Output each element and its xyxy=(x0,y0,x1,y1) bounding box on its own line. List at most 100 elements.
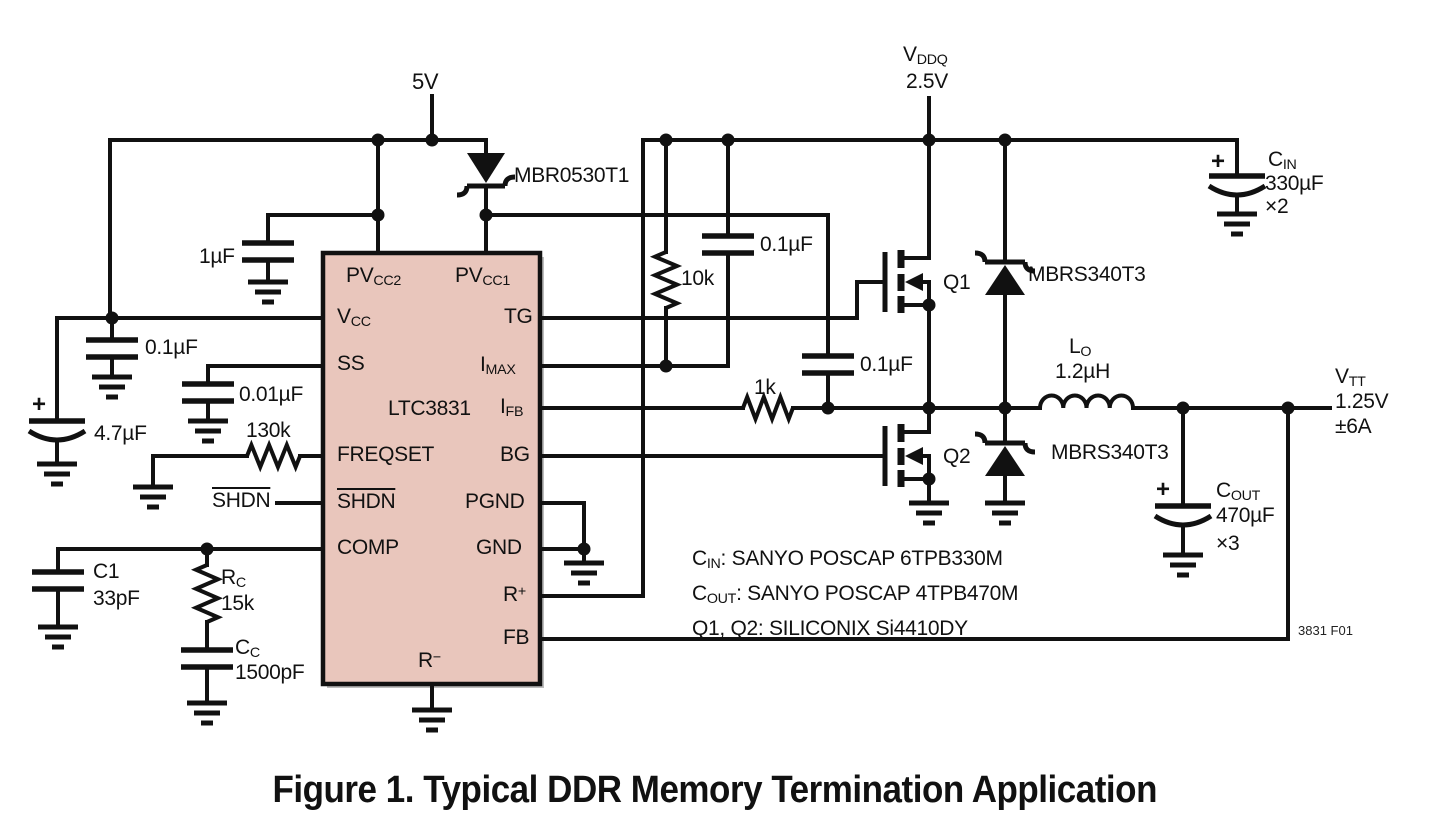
supply-vddq-value: 2.5V xyxy=(906,70,948,93)
capacitor-cout-plus: + xyxy=(1156,476,1170,503)
wire-supply-stems xyxy=(376,94,488,255)
inductor-value: 1.2µH xyxy=(1055,360,1110,383)
wire-vcc-caps xyxy=(55,316,114,464)
schottky-diode-mbr0530t1 xyxy=(456,153,516,198)
ic-pin-label-bg: BG xyxy=(500,443,530,466)
capacitor-1uf xyxy=(242,240,294,263)
wire-ss xyxy=(206,364,325,421)
resistor-rc-name: RC xyxy=(221,566,246,592)
diode-top-label: MBRS340T3 xyxy=(1028,263,1146,286)
wire-freqset xyxy=(151,454,325,487)
figure-code: 3831 F01 xyxy=(1298,623,1353,638)
ic-pin-label-ifb: IFB xyxy=(500,395,524,421)
ic-pin-label-rminus: R− xyxy=(418,649,441,672)
capacitor-100nf-boost xyxy=(802,353,854,376)
schottky-diode-bot-mbrs340t3 xyxy=(974,431,1036,476)
capacitor-10nf xyxy=(182,381,234,404)
ic-pin-label-pvcc2: PVCC2 xyxy=(346,264,402,290)
figure-title: Figure 1. Typical DDR Memory Termination… xyxy=(272,769,1158,811)
inductor-lo xyxy=(1038,393,1135,409)
capacitor-cin-curve xyxy=(1207,183,1267,198)
resistor-10k-label: 10k xyxy=(681,267,714,290)
shdn-signal-label: SHDN xyxy=(212,489,271,512)
ground-q2 xyxy=(909,500,949,526)
capacitor-cout-qty: ×3 xyxy=(1216,532,1240,555)
inductor-name: LO xyxy=(1069,335,1092,361)
capacitor-cout-name: COUT xyxy=(1216,479,1261,505)
ground-cc xyxy=(187,700,227,726)
wire-pgnd-gnd xyxy=(538,501,586,563)
capacitor-100nf-imax xyxy=(702,233,754,256)
wire-5v-rail xyxy=(55,138,488,320)
mosfet-q1 xyxy=(882,250,929,313)
ground-diode-bot xyxy=(985,500,1025,526)
resistor-10k xyxy=(649,250,683,310)
ic-pin-label-shdn: SHDN xyxy=(337,490,396,513)
ic-outline xyxy=(320,250,543,687)
component-notes: CIN: SANYO POSCAP 6TPB330M COUT: SANYO P… xyxy=(692,544,1019,649)
ground-cin xyxy=(1217,211,1257,237)
ground-1uf xyxy=(248,279,288,305)
mosfet-q1-label: Q1 xyxy=(943,271,971,294)
supply-5v-label: 5V xyxy=(412,69,439,94)
capacitor-100nf-vcc-label: 0.1µF xyxy=(145,336,198,359)
capacitor-cout-value: 470µF xyxy=(1216,504,1275,527)
note-cout: COUT: SANYO POSCAP 4TPB470M xyxy=(692,582,1019,608)
capacitor-4u7-curve xyxy=(27,428,87,443)
capacitor-c1 xyxy=(32,569,84,592)
ground-c1 xyxy=(38,624,78,650)
ic-part-number: LTC3831 xyxy=(388,397,471,420)
ic-pin-label-pvcc1: PVCC1 xyxy=(455,264,511,290)
mosfet-q2-label: Q2 xyxy=(943,445,971,468)
capacitor-cc-name: CC xyxy=(235,636,260,662)
capacitors xyxy=(32,233,854,670)
ground-freqset xyxy=(133,484,173,510)
ic-pin-label-ss: SS xyxy=(337,352,365,375)
ground-10nf xyxy=(188,418,228,444)
capacitor-cin-qty: ×2 xyxy=(1265,195,1289,218)
ic-pin-label-freqset: FREQSET xyxy=(337,443,435,466)
wires xyxy=(55,94,1332,710)
wire-comp xyxy=(56,547,325,703)
resistor-130k xyxy=(245,439,302,473)
output-vtt-current: ±6A xyxy=(1335,415,1372,438)
wire-1uf xyxy=(266,213,380,282)
capacitor-100nf-boost-label: 0.1µF xyxy=(860,353,913,376)
capacitor-cin-value: 330µF xyxy=(1265,172,1324,195)
ic-pin-label-vcc: VCC xyxy=(337,305,371,331)
capacitor-cin-name: CIN xyxy=(1268,148,1297,174)
electrolytic-capacitors xyxy=(27,173,1267,528)
resistor-rc-value: 15k xyxy=(221,592,254,615)
capacitor-cin-plus: + xyxy=(1211,148,1225,175)
capacitor-4u7-plus: + xyxy=(32,391,46,418)
mosfet-q2 xyxy=(882,424,929,487)
capacitor-100nf-vcc xyxy=(86,337,138,360)
wire-tg xyxy=(538,280,885,320)
output-vtt-label: VTT xyxy=(1335,365,1366,391)
ic-pin-label-imax: IMAX xyxy=(480,353,516,379)
resistor-rc xyxy=(190,563,224,624)
junction-dots xyxy=(105,133,1295,556)
output-vtt-value: 1.25V xyxy=(1335,390,1389,413)
resistor-130k-label: 130k xyxy=(246,419,291,442)
ic-pin-label-rplus: R+ xyxy=(503,583,526,606)
capacitor-1uf-label: 1µF xyxy=(199,245,235,268)
capacitor-4u7-label: 4.7µF xyxy=(94,422,147,445)
schottky-diode-top-mbrs340t3 xyxy=(974,250,1036,295)
ground-gnd-pin xyxy=(564,560,604,586)
resistor-1k xyxy=(741,391,795,425)
ic-pin-label-pgnd: PGND xyxy=(465,490,525,513)
ic-pin-label-tg: TG xyxy=(504,305,533,328)
diode-boost-label: MBR0530T1 xyxy=(514,164,630,187)
ground-symbols xyxy=(37,211,1257,733)
ground-4u7 xyxy=(37,461,77,487)
diode-bot-label: MBRS340T3 xyxy=(1051,441,1169,464)
capacitor-c1-name: C1 xyxy=(93,560,120,583)
note-cin: CIN: SANYO POSCAP 6TPB330M xyxy=(692,547,1003,573)
ground-rminus xyxy=(412,707,452,733)
wire-imax xyxy=(538,138,730,368)
ic-pin-label-fb: FB xyxy=(503,626,530,649)
ic-pin-label-comp: COMP xyxy=(337,536,399,559)
